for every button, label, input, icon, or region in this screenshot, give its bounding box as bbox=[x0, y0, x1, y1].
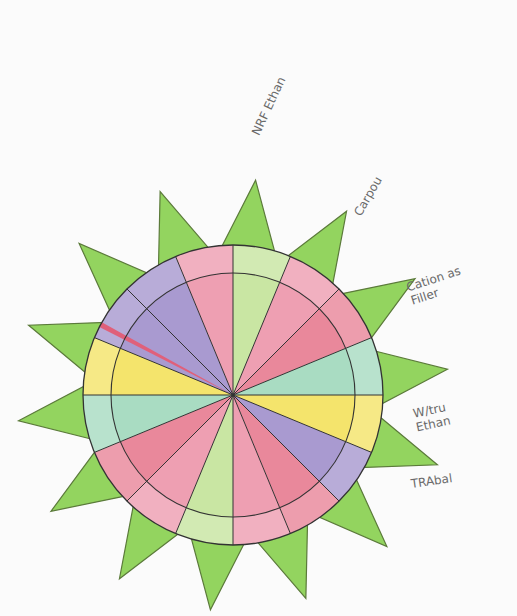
spoke bbox=[127, 289, 233, 395]
petal bbox=[190, 535, 245, 610]
handwritten-label: W/tru Ethan bbox=[412, 393, 486, 435]
handwritten-label: Cation as Filler bbox=[405, 263, 472, 308]
spoke bbox=[233, 338, 372, 395]
spoke bbox=[94, 395, 233, 452]
handwritten-label: NRF Ethan bbox=[250, 75, 289, 138]
outer-ring-tint bbox=[83, 245, 383, 545]
spoke bbox=[233, 395, 290, 534]
inner-circle bbox=[111, 273, 355, 517]
red-streak bbox=[99, 322, 233, 395]
spoke bbox=[233, 395, 383, 396]
spoke bbox=[233, 395, 372, 452]
spoke bbox=[83, 395, 233, 396]
spoke bbox=[176, 395, 233, 534]
spoke bbox=[94, 338, 233, 395]
handwritten-label: TRAbal bbox=[410, 472, 453, 491]
petal bbox=[220, 180, 275, 255]
handwritten-label: Carpou bbox=[352, 175, 386, 219]
spoke bbox=[176, 256, 233, 395]
spoke bbox=[233, 256, 290, 395]
outer-circle bbox=[83, 245, 383, 545]
spoke bbox=[233, 395, 234, 545]
spoke bbox=[233, 289, 339, 395]
spoke bbox=[233, 245, 234, 395]
spoke bbox=[233, 395, 339, 501]
spoke bbox=[127, 395, 233, 501]
